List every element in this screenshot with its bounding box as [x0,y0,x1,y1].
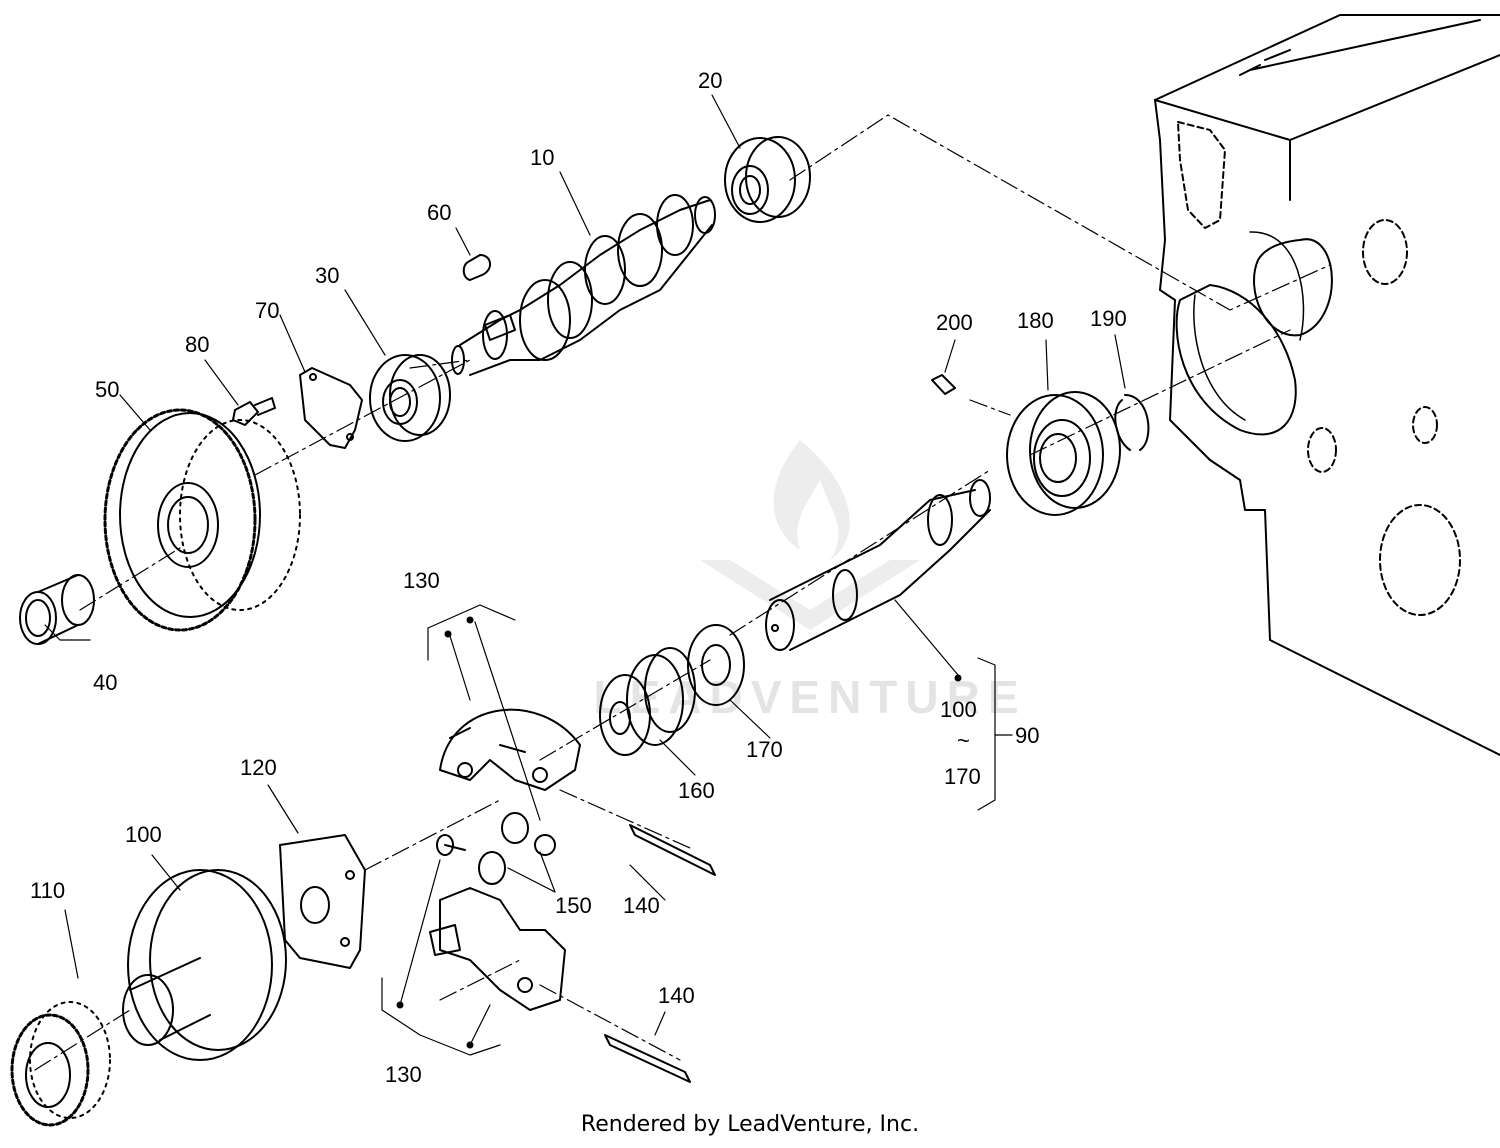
callout-labels: 20 10 60 30 70 80 50 40 200 180 190 130 … [30,68,1127,1087]
label-190: 190 [1090,306,1127,331]
label-20: 20 [698,68,722,93]
leader-lines [44,94,1126,1056]
label-140-top: 140 [623,893,660,918]
part-140-pin-bottom [604,1034,691,1083]
engine-block [1154,14,1500,756]
label-60: 60 [427,200,451,225]
part-130-weight-upper [439,708,581,791]
label-130-bottom: 130 [385,1062,422,1087]
part-20-bearing [724,136,811,223]
part-140-pin-top [629,824,716,876]
part-50-gear [103,408,301,632]
part-40-bushing [19,574,95,645]
centerlines [34,114,1331,1071]
part-180-bearing [1006,391,1121,516]
label-tilde: ~ [957,728,970,753]
label-100-range: 100 [940,697,977,722]
label-130-top: 130 [403,568,440,593]
label-200: 200 [936,310,973,335]
part-150-spacers [436,812,556,885]
part-200-screw [931,374,956,395]
part-60-key [462,254,491,281]
label-140-bottom: 140 [658,983,695,1008]
part-170-washer [687,624,745,706]
label-150: 150 [555,893,592,918]
label-170-range: 170 [944,764,981,789]
part-120-plate [279,834,366,969]
label-70: 70 [255,298,279,323]
label-100: 100 [125,822,162,847]
part-110-gear [10,1001,111,1127]
footer-credit: Rendered by LeadVenture, Inc. [580,1112,920,1137]
label-170: 170 [746,737,783,762]
label-10: 10 [530,145,554,170]
label-50: 50 [95,377,119,402]
label-90: 90 [1015,723,1039,748]
label-40: 40 [93,670,117,695]
label-30: 30 [315,263,339,288]
part-130-weight-lower [429,887,566,1011]
label-120: 120 [240,755,277,780]
label-80: 80 [185,332,209,357]
part-70-plate [299,367,363,449]
label-160: 160 [678,778,715,803]
label-110: 110 [30,878,65,903]
part-90-shaft [765,479,991,651]
part-10-camshaft [451,194,716,376]
part-30-bearing [369,354,451,442]
part-190-circlip [1114,394,1150,451]
part-100-hub [122,869,287,1061]
part-80-bolt [232,397,276,426]
leader-dots [396,616,962,1049]
part-160-spool [599,647,696,756]
label-180: 180 [1017,308,1054,333]
